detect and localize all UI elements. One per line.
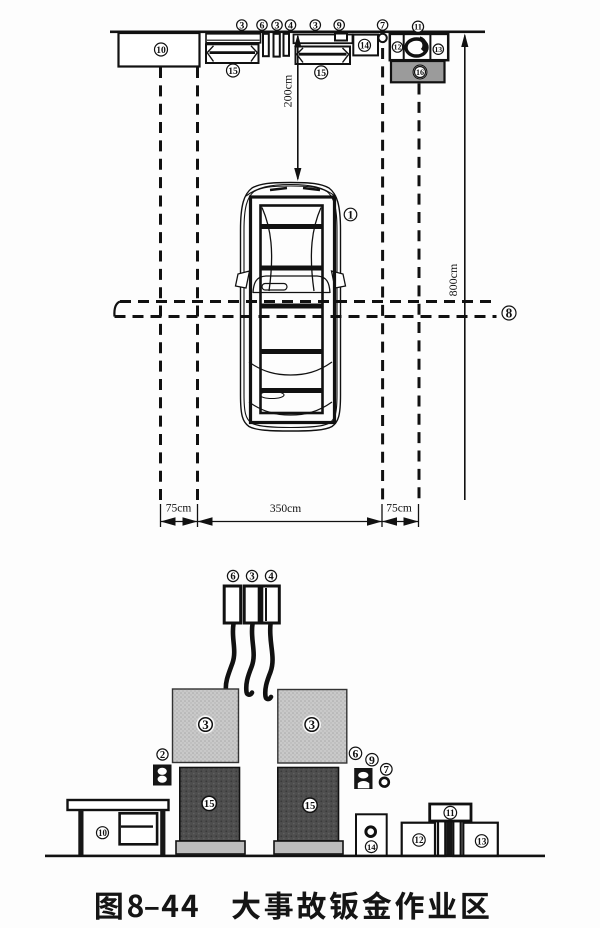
svg-text:9: 9 [337,20,342,31]
svg-text:15: 15 [204,798,215,810]
svg-text:15: 15 [305,800,316,812]
svg-text:3: 3 [313,20,318,31]
svg-text:9: 9 [369,753,375,767]
svg-text:12: 12 [414,835,424,845]
svg-text:7: 7 [380,20,385,31]
svg-text:1: 1 [348,208,354,222]
svg-text:2: 2 [160,750,165,761]
svg-text:6: 6 [353,746,359,760]
svg-text:4: 4 [268,572,274,583]
svg-text:75cm: 75cm [386,503,412,515]
svg-text:16: 16 [416,68,424,77]
svg-text:800cm: 800cm [446,263,460,296]
svg-text:13: 13 [477,837,487,847]
svg-text:11: 11 [414,23,422,32]
svg-text:10: 10 [98,828,107,838]
svg-text:6: 6 [230,572,235,583]
svg-text:15: 15 [316,68,326,79]
svg-text:3: 3 [239,20,244,31]
svg-text:6: 6 [260,20,265,31]
svg-text:12: 12 [394,43,402,52]
svg-text:11: 11 [446,809,455,819]
svg-text:75cm: 75cm [166,503,192,515]
svg-text:200cm: 200cm [281,74,295,107]
svg-text:4: 4 [288,20,293,31]
svg-text:14: 14 [360,40,369,50]
svg-text:14: 14 [367,842,376,852]
svg-text:3: 3 [202,718,208,732]
svg-text:3: 3 [309,718,315,732]
svg-text:8: 8 [506,306,513,321]
svg-text:3: 3 [275,20,280,31]
svg-text:350cm: 350cm [270,503,301,515]
svg-text:3: 3 [249,572,254,583]
svg-text:13: 13 [434,45,442,54]
svg-text:15: 15 [228,66,238,77]
svg-text:7: 7 [384,764,390,776]
svg-text:10: 10 [156,45,166,56]
